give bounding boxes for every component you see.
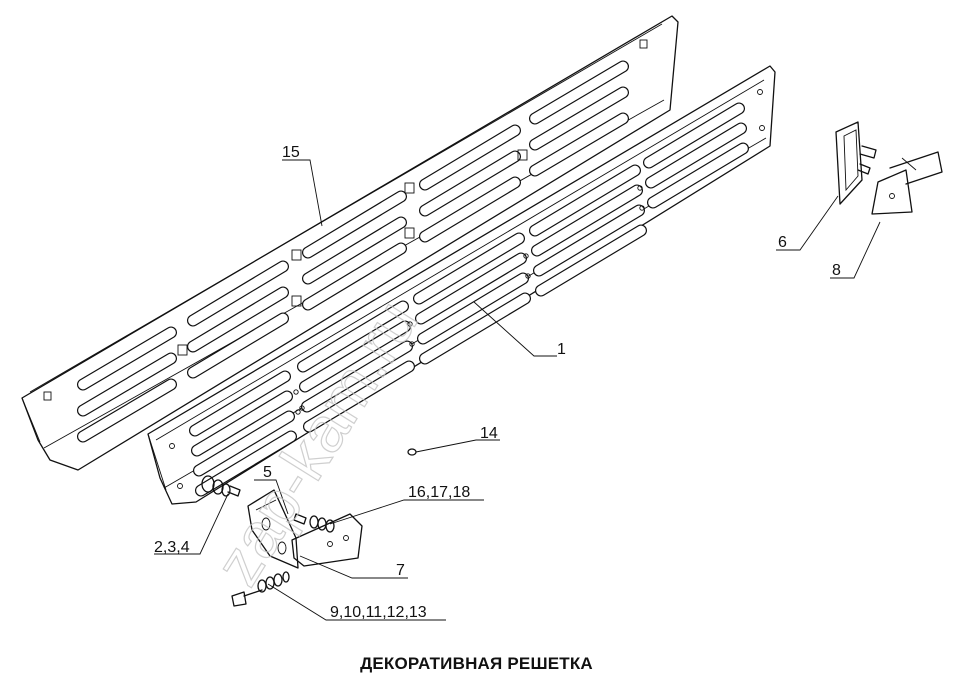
part-15-clips: [43, 39, 648, 401]
part-1-slots: [189, 102, 749, 497]
callout-7: 7: [396, 562, 405, 579]
callout-labels: 15 1 14 6 8 5 16,17,18 2,3,4 7 9,10,11,1…: [154, 144, 841, 621]
callout-15: 15: [282, 144, 300, 161]
fastener-2-3-4: [201, 475, 241, 497]
callout-8: 8: [832, 262, 841, 279]
leader-lines: [154, 159, 881, 621]
fastener-9-13: [231, 571, 290, 607]
callout-16-17-18: 16,17,18: [408, 484, 470, 501]
part-7-plate: [291, 513, 363, 567]
callout-1: 1: [557, 341, 566, 358]
part-15-rear-panel: [21, 15, 679, 471]
callout-14: 14: [480, 425, 498, 442]
callout-6: 6: [778, 234, 787, 251]
part-6-bracket: [835, 121, 877, 205]
callout-9-13: 9,10,11,12,13: [330, 604, 427, 621]
part-14-rivet: [407, 448, 417, 456]
part-5-bracket: [247, 489, 299, 569]
callout-5: 5: [263, 464, 272, 481]
part-15-slots: [77, 60, 629, 443]
part-1-front-grille: [147, 65, 776, 505]
part-8-bracket: [871, 151, 943, 215]
part-1-holes: [293, 185, 645, 415]
callout-2-3-4: 2,3,4: [154, 539, 190, 556]
diagram-caption: ДЕКОРАТИВНАЯ РЕШЕТКА: [360, 654, 593, 673]
fastener-16-17-18: [293, 513, 335, 533]
